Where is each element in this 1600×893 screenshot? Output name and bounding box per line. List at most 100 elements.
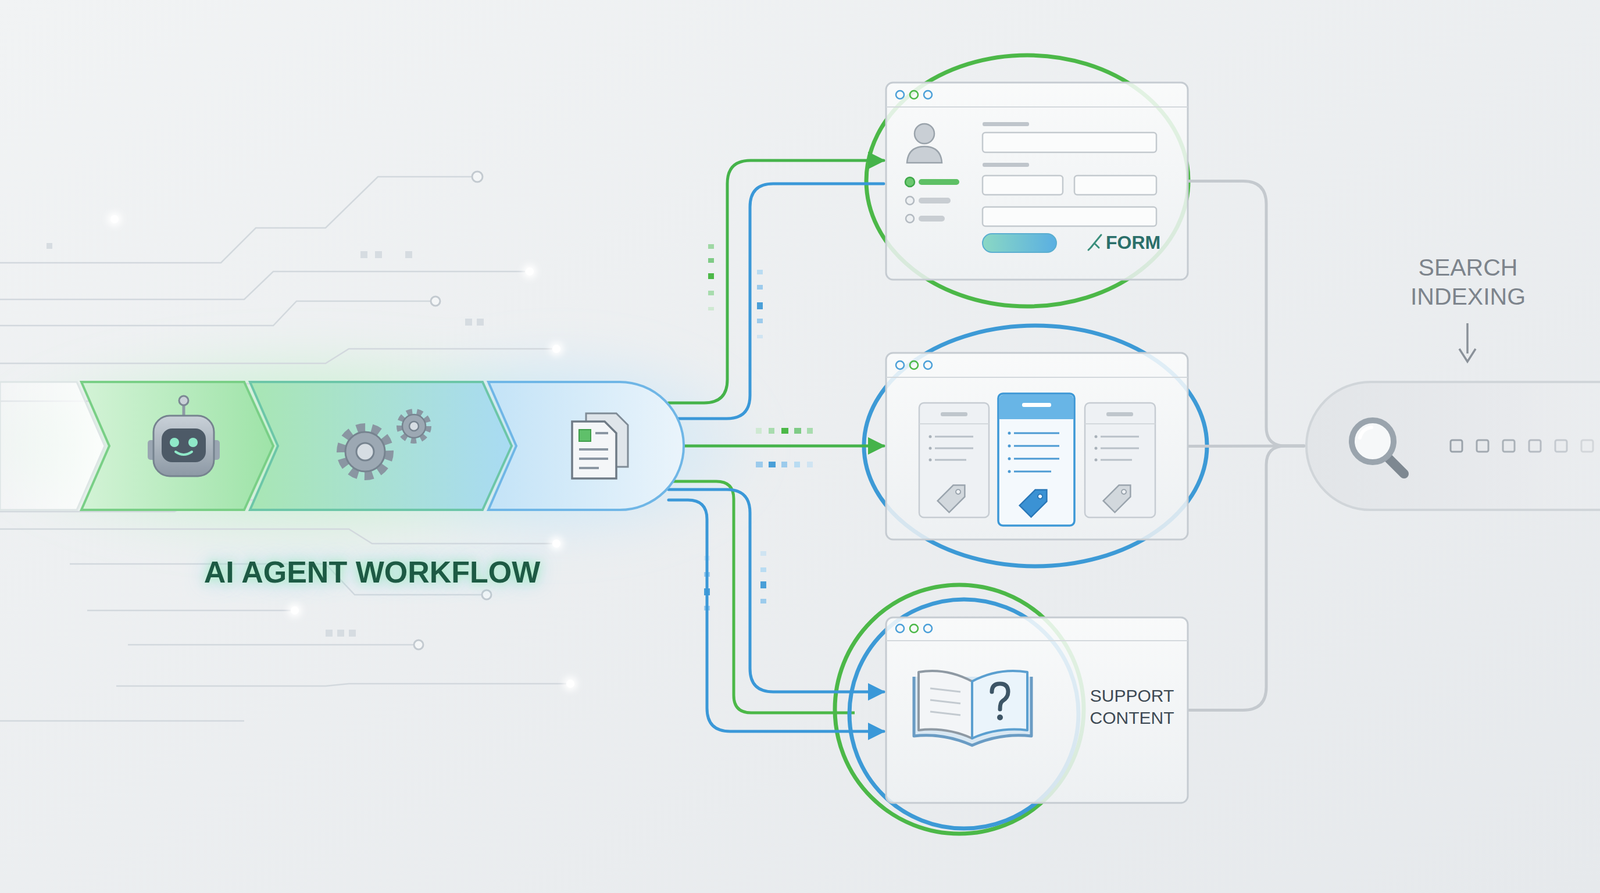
card-featured — [1013, 432, 1060, 435]
card-right — [1100, 436, 1139, 438]
form-window: FORM — [884, 81, 1189, 281]
gears-icon — [341, 428, 389, 475]
data-dashes — [760, 581, 767, 589]
card-right — [1094, 458, 1098, 462]
card-right — [1100, 459, 1132, 462]
document-icon — [572, 421, 617, 479]
result-squares — [1529, 440, 1541, 452]
data-dashes — [756, 334, 763, 339]
result-squares — [1450, 440, 1594, 452]
card-featured — [1019, 484, 1053, 518]
card-right — [1084, 423, 1156, 425]
circuit-nodes — [348, 629, 356, 637]
card-featured — [1036, 493, 1044, 500]
card-featured — [1008, 444, 1012, 448]
highlight-rings — [834, 55, 1207, 834]
circuit-nodes — [481, 590, 492, 600]
document-icon — [579, 429, 591, 442]
gears-icon — [400, 412, 428, 441]
data-dashes — [806, 461, 813, 468]
magnifier-icon — [1359, 427, 1372, 438]
card-left — [919, 423, 989, 425]
card-left — [937, 479, 971, 513]
data-dashes — [755, 427, 762, 434]
card-featured — [1013, 445, 1060, 448]
form-window — [918, 179, 960, 185]
card-right — [1120, 488, 1127, 495]
circuit-nodes — [325, 629, 333, 637]
cards-window — [923, 361, 932, 370]
search-bar — [1306, 381, 1600, 510]
pipeline-band-shape — [250, 381, 512, 510]
support-window — [886, 640, 1188, 642]
data-dashes — [708, 306, 714, 311]
card-left — [929, 435, 932, 439]
card-right — [1103, 479, 1137, 513]
data-dashes — [768, 427, 775, 434]
form-window — [906, 146, 942, 163]
circuit-nodes — [107, 212, 578, 691]
card-left — [919, 402, 989, 518]
card-left — [929, 458, 932, 462]
circuit-nodes — [46, 171, 578, 691]
card-left — [929, 447, 932, 450]
pipeline-band-shape — [488, 381, 684, 510]
document-icon — [572, 413, 628, 479]
result-squares — [1581, 440, 1594, 452]
result-squares — [1502, 440, 1515, 452]
magnifier-icon — [1351, 420, 1394, 463]
accent-line — [668, 481, 855, 713]
form-window — [914, 123, 935, 144]
data-dashes — [794, 427, 802, 434]
cards-window — [884, 351, 1189, 541]
data-dashes — [755, 461, 763, 468]
form-window — [982, 233, 1057, 253]
card-left — [919, 402, 989, 518]
circuit-nodes — [430, 296, 441, 306]
circuit-nodes — [110, 215, 575, 688]
circuit-lines — [0, 301, 431, 326]
form-window — [982, 122, 1030, 127]
circuit-nodes — [563, 676, 578, 691]
flow-connector — [668, 500, 884, 732]
circuit-lines — [0, 271, 525, 300]
circuit-nodes — [110, 215, 119, 224]
circuit-nodes — [522, 264, 537, 279]
data-dashes — [708, 258, 714, 263]
book-icon — [991, 683, 1009, 710]
form-window — [923, 90, 932, 99]
card-left — [934, 447, 974, 450]
circuit-nodes — [375, 251, 382, 259]
circuit-nodes — [290, 606, 299, 615]
book-icon — [972, 670, 1028, 739]
circuit-nodes — [525, 267, 534, 276]
form-window — [982, 206, 1157, 227]
card-left — [937, 479, 971, 513]
indexing-arrow — [1466, 323, 1469, 354]
data-dashes — [756, 318, 763, 324]
support-window — [923, 624, 932, 633]
circuit-lines — [0, 529, 553, 544]
card-featured — [1008, 431, 1012, 435]
pipeline-band-shape — [0, 379, 687, 513]
card-right — [1084, 402, 1156, 518]
cards-window — [909, 361, 919, 370]
robot-icon — [169, 437, 180, 448]
flow-connector — [668, 183, 884, 419]
card-featured — [999, 409, 1074, 420]
form-window — [905, 177, 915, 187]
gears-icon — [402, 414, 426, 438]
circuit-lines — [0, 348, 553, 364]
cards-window — [884, 351, 1189, 541]
flow-connector — [1188, 181, 1305, 447]
form-window — [918, 215, 945, 222]
book-icon — [930, 711, 961, 716]
circuit-lines — [87, 609, 291, 612]
robot-icon — [179, 395, 189, 406]
form-window — [909, 90, 919, 99]
pipeline-band: AI AGENT WORKFLOW — [0, 379, 687, 513]
support-window: SUPPORT CONTENT — [884, 616, 1189, 805]
data-dashes — [756, 302, 763, 310]
form-window — [1088, 234, 1102, 250]
